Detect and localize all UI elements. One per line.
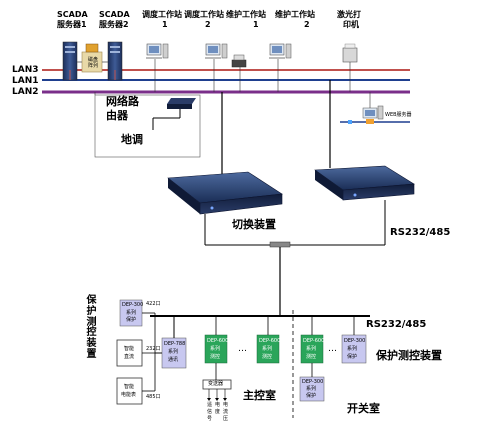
- green-device-2-line3: 测控: [262, 354, 273, 360]
- rs-label-bottom: RS232/485: [366, 319, 427, 330]
- lan3-label: LAN3: [12, 65, 39, 75]
- web-server-icon: [362, 105, 384, 120]
- switch-room-label: 开关室: [347, 402, 380, 415]
- port-label-232: 232口: [146, 346, 161, 352]
- switch-label: 切换装置: [232, 218, 276, 231]
- smart-meter-line2: 电能表: [121, 392, 137, 398]
- switch-device-1-icon: [167, 171, 283, 215]
- right-protect-label: 保护测控装置: [376, 349, 442, 362]
- green-device-3-line1: DEP-600: [303, 338, 325, 344]
- top-label-dispatch2-line1: 调度工作站: [184, 10, 224, 19]
- signal-label-1c: 号: [207, 416, 213, 422]
- scada-server-1-icon: [62, 41, 78, 81]
- lan2-label: LAN2: [12, 87, 39, 97]
- ellipsis-switch: …: [328, 344, 337, 354]
- right-dep300-line1: DEP-300: [344, 338, 366, 344]
- top-label-maint2-line2: 2: [304, 20, 310, 29]
- maintenance-workstation-1-icon: [231, 54, 247, 68]
- top-label-printer-line1: 激光打: [337, 10, 361, 19]
- signal-label-1b: 信: [207, 409, 213, 415]
- dispatch-workstation-1-icon: [146, 43, 169, 59]
- green-device-1-line2: 系列: [210, 346, 221, 352]
- top-label-dispatch2-line2: 2: [205, 20, 211, 29]
- top-label-scada1-line1: SCADA: [57, 10, 88, 19]
- router-icon: [167, 98, 196, 109]
- top-label-maint1-line2: 1: [253, 20, 259, 29]
- signal-label-3c: 压: [223, 416, 229, 422]
- bottom-dep300-line1: DEP-300: [302, 379, 324, 385]
- signal-label-2b: 度: [215, 409, 221, 415]
- rs-label-top: RS232/485: [390, 227, 451, 238]
- top-label-maint2-line1: 维护工作站: [275, 10, 315, 19]
- smart-dc-line2: 直流: [124, 354, 135, 360]
- main-room-label: 主控室: [243, 389, 276, 402]
- top-label-dispatch1-line1: 调度工作站: [142, 10, 182, 19]
- top-label-printer-line2: 印机: [343, 20, 359, 29]
- top-label-scada1-line2: 服务器1: [57, 20, 87, 29]
- signal-label-3b: 流: [223, 409, 229, 415]
- green-device-3-line2: 系列: [306, 346, 317, 352]
- green-device-2-line1: DEP-600: [259, 338, 281, 344]
- smart-meter-line1: 智能: [124, 384, 135, 390]
- router-label-line1: 网络路: [106, 95, 139, 108]
- left-vertical-label: 保护测控装置: [86, 295, 97, 360]
- left-dep300-line2: 系列: [126, 310, 137, 316]
- switch-connector-icon: [269, 241, 291, 248]
- lan1-label: LAN1: [12, 76, 39, 86]
- left-dep300-line1: DEP-300: [122, 302, 144, 308]
- green-device-3-line3: 测控: [306, 354, 317, 360]
- port-label-485: 485口: [146, 394, 161, 400]
- right-dep300-line2: 系列: [347, 346, 358, 352]
- maintenance-workstation-2-icon: [269, 43, 292, 59]
- left-dep300-line3: 保护: [126, 317, 137, 323]
- dispatch-workstation-2-icon: [205, 43, 228, 59]
- center-dep788-icon: [161, 337, 187, 369]
- center-dep788-line2: 系列: [168, 349, 179, 355]
- top-label-scada2-line1: SCADA: [99, 10, 130, 19]
- web-server-label: WEB服务器: [385, 112, 412, 118]
- green-device-1-line3: 测控: [210, 354, 221, 360]
- center-dep788-line3: 通讯: [168, 357, 179, 363]
- router-label-line2: 由器: [106, 109, 128, 122]
- modem-label: 地调: [121, 133, 143, 146]
- smart-meter-icon: [116, 377, 143, 405]
- top-label-scada2-line2: 服务器2: [99, 20, 129, 29]
- top-label-dispatch1-line2: 1: [162, 20, 168, 29]
- switch-device-2-icon: [314, 165, 415, 201]
- bottom-dep300-line2: 系列: [306, 386, 317, 392]
- bottom-dep300-line3: 保护: [306, 393, 317, 399]
- signal-label-1a: 遥: [207, 402, 213, 408]
- green-device-1-line1: DEP-600: [207, 338, 229, 344]
- smart-dc-icon: [116, 339, 143, 367]
- transmitter-label: 变送器: [208, 381, 224, 387]
- center-dep788-line1: DEP-788: [164, 341, 186, 347]
- signal-label-2a: 电: [215, 402, 221, 408]
- scada-server-2-icon: [107, 41, 123, 81]
- top-label-maint1-line1: 维护工作站: [226, 10, 266, 19]
- disk-array-label: 磁盘 阵列: [87, 57, 98, 69]
- green-device-2-line2: 系列: [262, 346, 273, 352]
- signal-label-3a: 电: [223, 402, 229, 408]
- ellipsis-main: …: [238, 344, 247, 354]
- right-dep300-line3: 保护: [347, 354, 358, 360]
- laser-printer-icon: [342, 43, 358, 63]
- smart-dc-line1: 智能: [124, 346, 135, 352]
- port-label-422: 422口: [146, 301, 161, 307]
